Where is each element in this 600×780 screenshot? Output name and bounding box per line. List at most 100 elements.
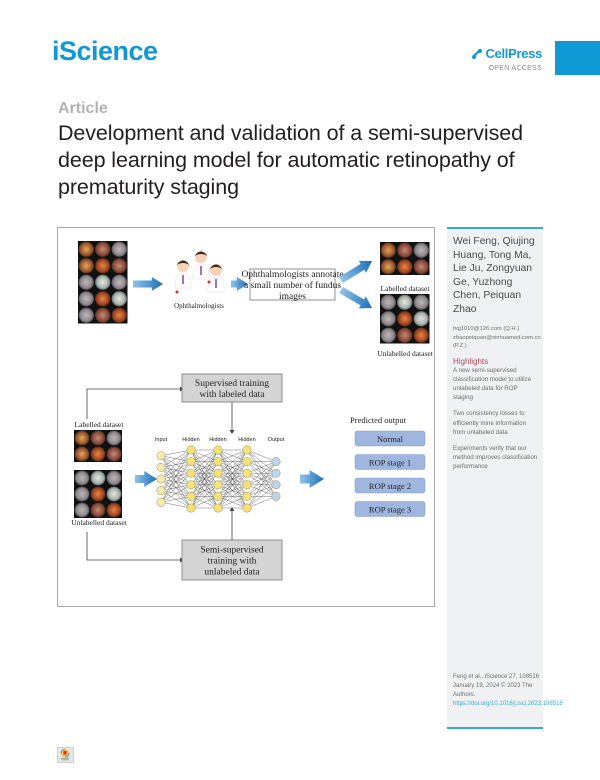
connector-arrowhead [229, 507, 235, 511]
network-edge [246, 449, 277, 462]
email-link[interactable]: zhaopeiquan@xinhuamed.com.cn (P.Z.) [453, 334, 541, 350]
fundus-image [106, 502, 122, 518]
annotate-box-text: images [279, 292, 306, 302]
output-node [271, 457, 281, 467]
connector-line [86, 388, 180, 419]
cellpress-link-icon [472, 48, 483, 59]
network-edge [160, 502, 192, 509]
hidden-node [242, 480, 252, 490]
fundus-image [90, 430, 106, 446]
network-edge [217, 496, 248, 509]
hidden-node [186, 468, 196, 478]
cellpress-logo[interactable]: CellPress OPEN ACCESS [460, 46, 542, 72]
annotate-box-text: a small number of fundus [244, 280, 341, 291]
output-class-label: ROP stage 2 [369, 481, 411, 491]
network-edge [160, 449, 192, 503]
email-link[interactable]: hqj1010@126.com (Q.H.) [453, 326, 520, 332]
fundus-image [413, 294, 429, 310]
article-sidebar: Wei Feng, Qiujing Huang, Tong Ma, Lie Ju… [447, 227, 563, 729]
fundus-image [397, 294, 413, 310]
badge-dot [207, 280, 211, 284]
article-type: Article [58, 100, 108, 117]
fundus-image [78, 274, 94, 290]
arrow-to-ophthalmologists-shape [133, 277, 163, 291]
fundus-image [380, 242, 396, 258]
hidden-node [186, 503, 196, 513]
fundus-image [397, 311, 413, 327]
ophthalmologists-label: Ophthalmologists [174, 302, 224, 310]
network-edge [160, 484, 192, 503]
output-node [271, 480, 281, 490]
network-edge [190, 449, 219, 485]
network-edge [217, 473, 248, 509]
arrow-to-network-shape [135, 471, 157, 487]
supervised-training-box-text: Supervised training [195, 379, 269, 389]
ophthalmologist-icon [207, 264, 225, 293]
supervised-training-box [181, 373, 283, 403]
doi-link[interactable]: https://doi.org/10.1016/j.isci.2023.1085… [453, 701, 563, 707]
output-class-box [354, 501, 426, 517]
brand-corner-tab [555, 41, 600, 75]
labelled-dataset-label: Labelled dataset [75, 420, 125, 429]
crossmark-glyph [60, 748, 70, 761]
highlight-item: Experiments verify that our method impro… [453, 444, 538, 471]
network-edge [217, 449, 248, 462]
network-edge [160, 461, 192, 503]
fundus-image [397, 259, 413, 275]
network-edge [190, 473, 219, 509]
input-node [156, 462, 166, 472]
fundus-image [95, 307, 111, 323]
hidden-node [186, 480, 196, 490]
annotate-box [249, 268, 336, 301]
fundus-image [111, 291, 127, 307]
arrow-to-network [135, 471, 157, 487]
output-class-label: ROP stage 3 [369, 504, 411, 514]
hidden-node [242, 468, 252, 478]
network-edge [160, 496, 192, 503]
arrow-to-output [300, 470, 324, 488]
fundus-image [111, 258, 127, 274]
fundus-image [95, 258, 111, 274]
fundus-image [78, 258, 94, 274]
person-tie [200, 266, 202, 275]
hidden-node [186, 445, 196, 455]
fundus-image [111, 274, 127, 290]
citation-text: Feng et al., iScience 27, 108516 January… [453, 674, 540, 698]
semi-supervised-training-box-text: unlabeled data [204, 568, 260, 578]
fundus-image [74, 430, 90, 446]
fundus-image [90, 502, 106, 518]
fundus-image [74, 470, 90, 486]
input-node [156, 497, 166, 507]
semi-supervised-training-box [181, 539, 283, 581]
article-title: Development and validation of a semi-sup… [58, 121, 523, 199]
network-edge [160, 449, 192, 491]
fundus-image [413, 242, 429, 258]
journal-logo[interactable]: iScience [52, 36, 158, 66]
network-edge [160, 473, 192, 503]
fundus-image [413, 327, 429, 343]
fundus-image [380, 294, 396, 310]
network-edge [160, 449, 192, 456]
network-edge [190, 449, 219, 474]
connector-arrowhead [229, 430, 235, 434]
hidden-node [186, 491, 196, 501]
fundus-image [413, 311, 429, 327]
output-node [271, 491, 281, 501]
predicted-output-title: Predicted output [350, 415, 407, 425]
fundus-image [78, 307, 94, 323]
annotate-box-text: Ophthalmologists annotate [241, 270, 343, 280]
check-for-updates-icon[interactable] [57, 747, 74, 763]
fundus-image [74, 446, 90, 462]
highlights-heading: Highlights [453, 356, 489, 366]
author-list[interactable]: Wei Feng, Qiujing Huang, Tong Ma, Lie Ju… [453, 236, 535, 315]
labelled-dataset-label: Labelled dataset [381, 284, 431, 293]
network-edge [190, 449, 219, 497]
network-edge [217, 461, 248, 509]
network-edge [160, 449, 192, 468]
fundus-image [106, 470, 122, 486]
fundus-image [95, 274, 111, 290]
arrow-to-annotate [231, 277, 248, 291]
arrow-to-unlabelled-shape [339, 286, 373, 309]
citation-block: Feng et al., iScience 27, 108516 January… [453, 673, 563, 709]
network-edge [160, 449, 192, 480]
